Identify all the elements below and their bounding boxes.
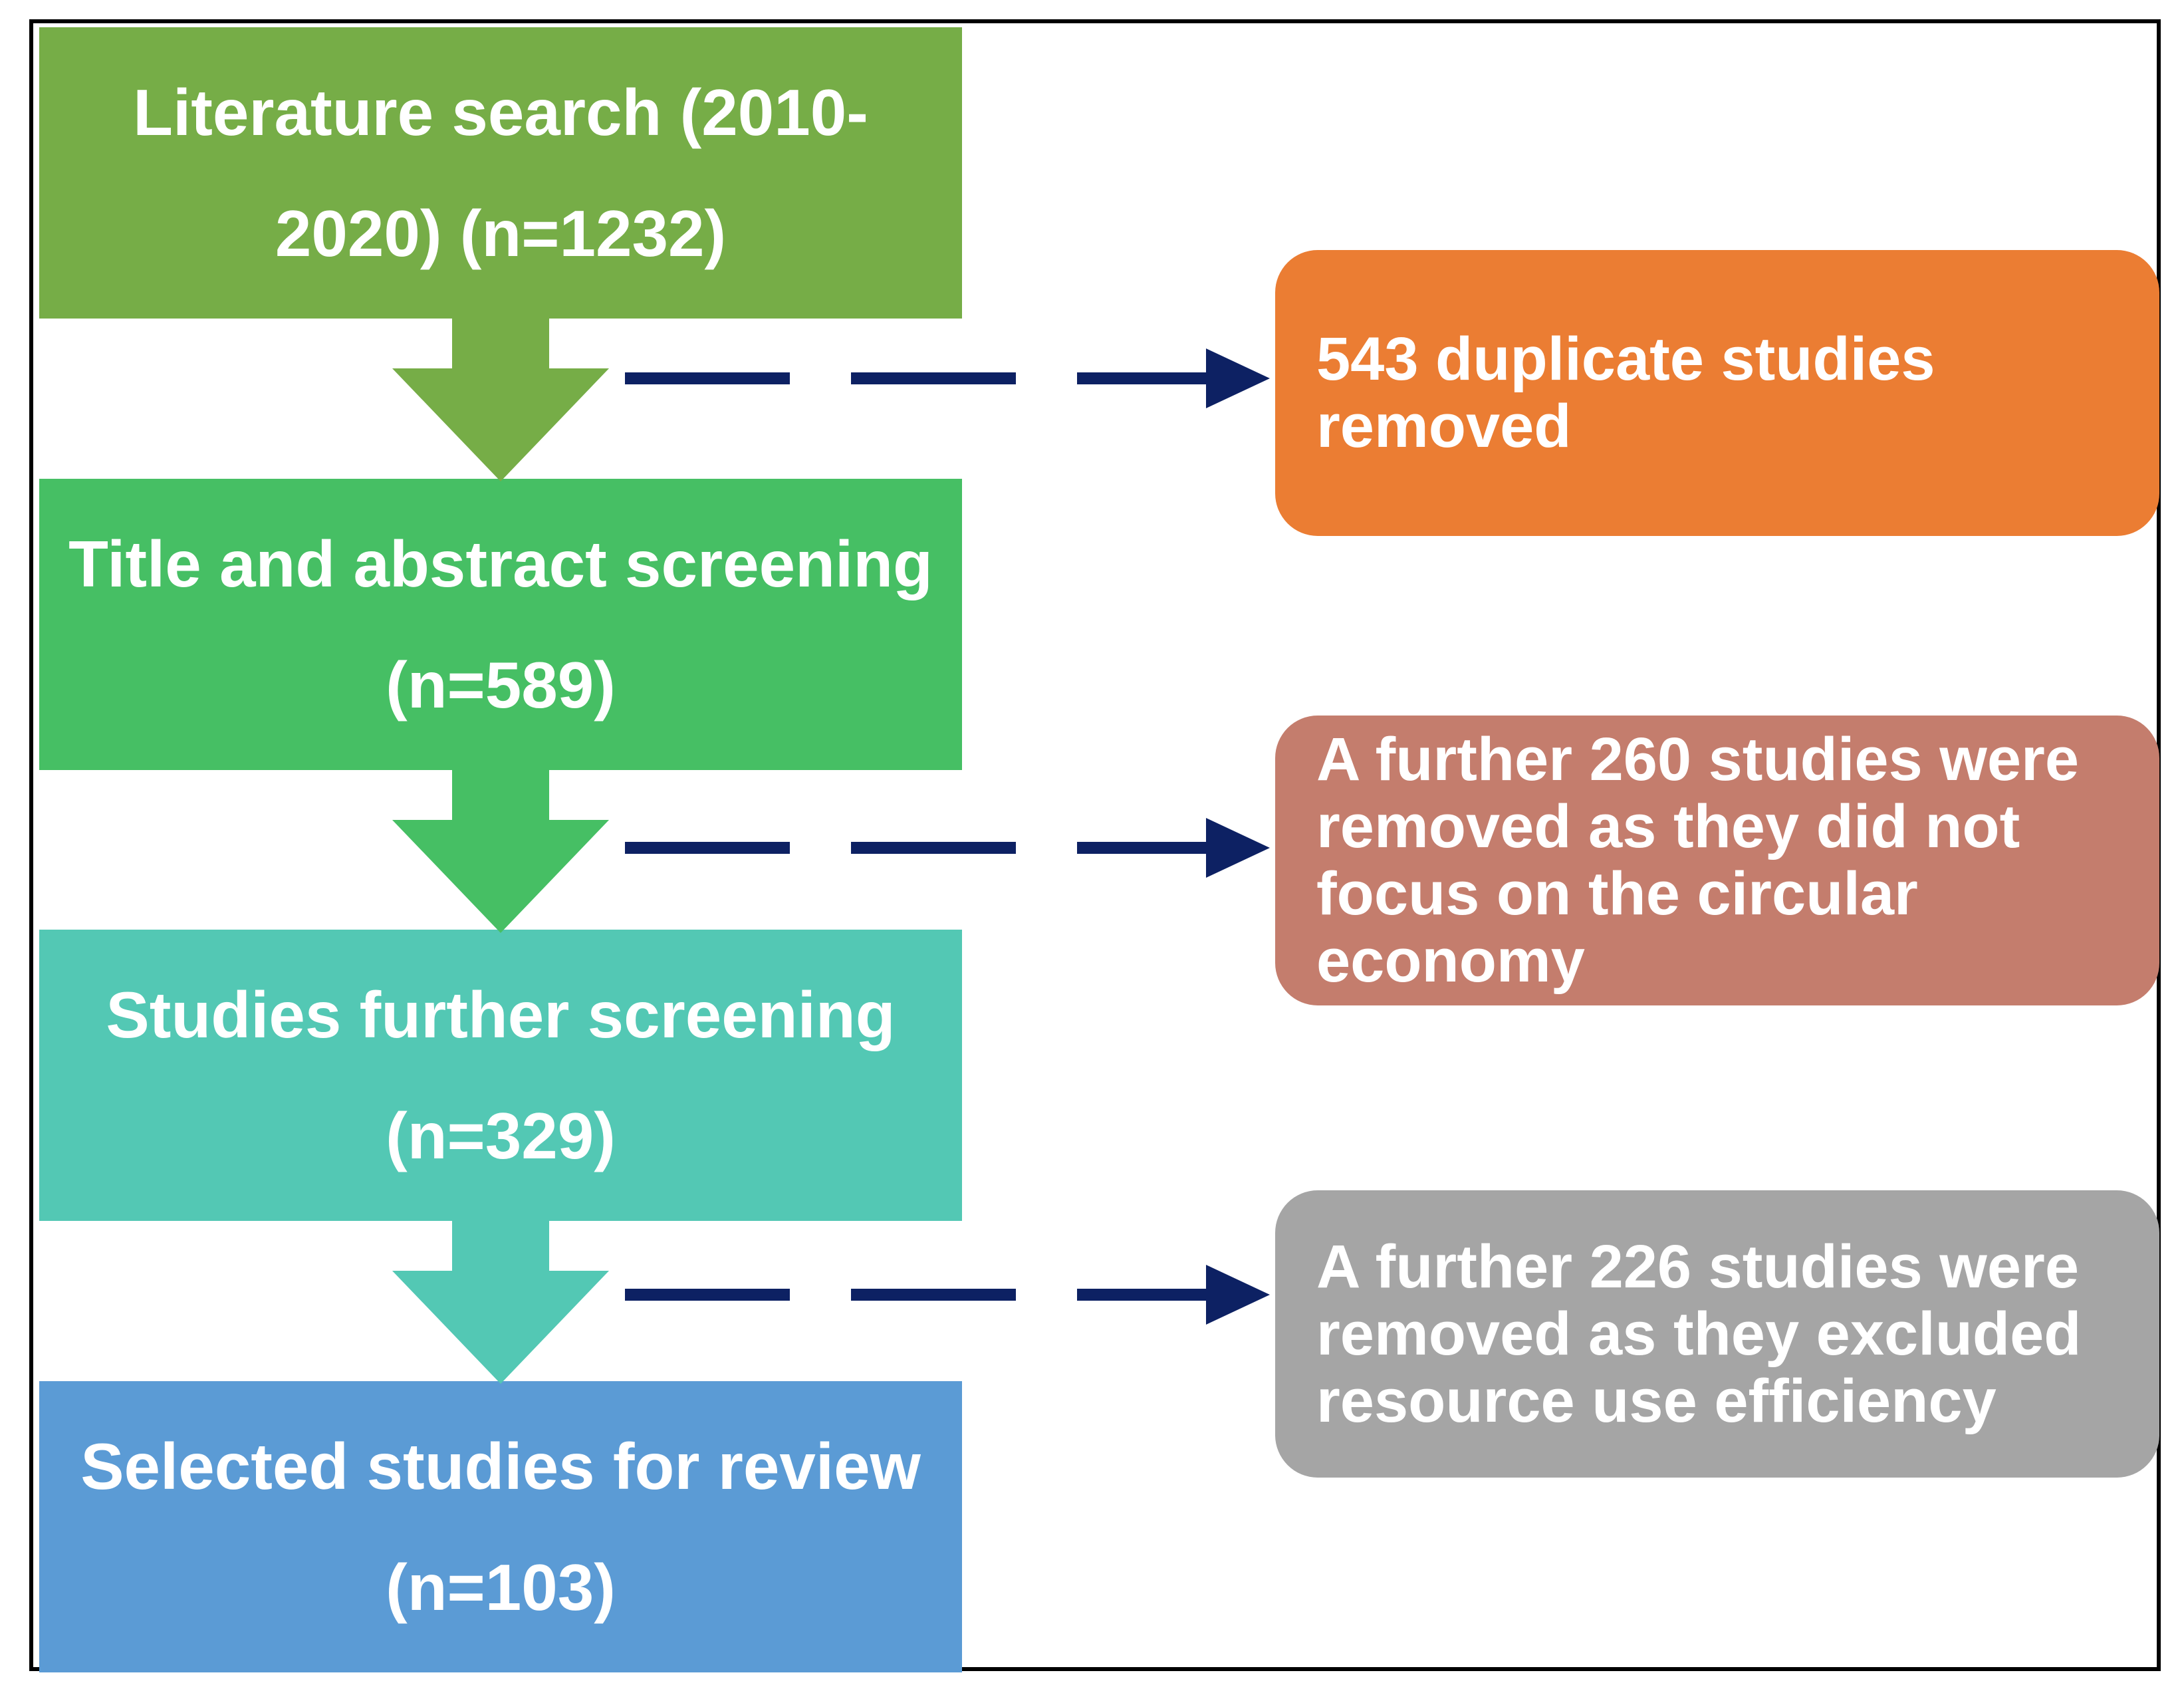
down-arrow-3 xyxy=(392,1221,609,1384)
stage-selected-studies: Selected studies for review (n=103) xyxy=(39,1381,962,1672)
note-excluded-resource-efficiency: A further 226 studies were removed as th… xyxy=(1275,1190,2159,1478)
note-duplicates-removed: 543 duplicate studies removed xyxy=(1275,250,2159,536)
dashed-arrow-1 xyxy=(625,348,1270,408)
down-arrow-1 xyxy=(392,319,609,481)
stage-further-screening-label: Studies further screening (n=329) xyxy=(106,978,896,1172)
dashed-arrow-3 xyxy=(625,1265,1270,1325)
note-not-circular-economy-label: A further 260 studies were removed as th… xyxy=(1316,725,2079,995)
stage-literature-search: Literature search (2010-2020) (n=1232) xyxy=(39,27,962,319)
dashed-arrow-2 xyxy=(625,818,1270,878)
stage-literature-search-label: Literature search (2010-2020) (n=1232) xyxy=(133,76,868,270)
note-duplicates-removed-label: 543 duplicate studies removed xyxy=(1316,325,1935,460)
stage-selected-studies-label: Selected studies for review (n=103) xyxy=(80,1430,921,1624)
stage-further-screening: Studies further screening (n=329) xyxy=(39,930,962,1221)
note-excluded-resource-efficiency-label: A further 226 studies were removed as th… xyxy=(1316,1232,2082,1435)
down-arrow-2 xyxy=(392,770,609,933)
stage-title-abstract-screening-label: Title and abstract screening (n=589) xyxy=(68,527,933,721)
stage-title-abstract-screening: Title and abstract screening (n=589) xyxy=(39,479,962,770)
note-not-circular-economy: A further 260 studies were removed as th… xyxy=(1275,716,2159,1005)
